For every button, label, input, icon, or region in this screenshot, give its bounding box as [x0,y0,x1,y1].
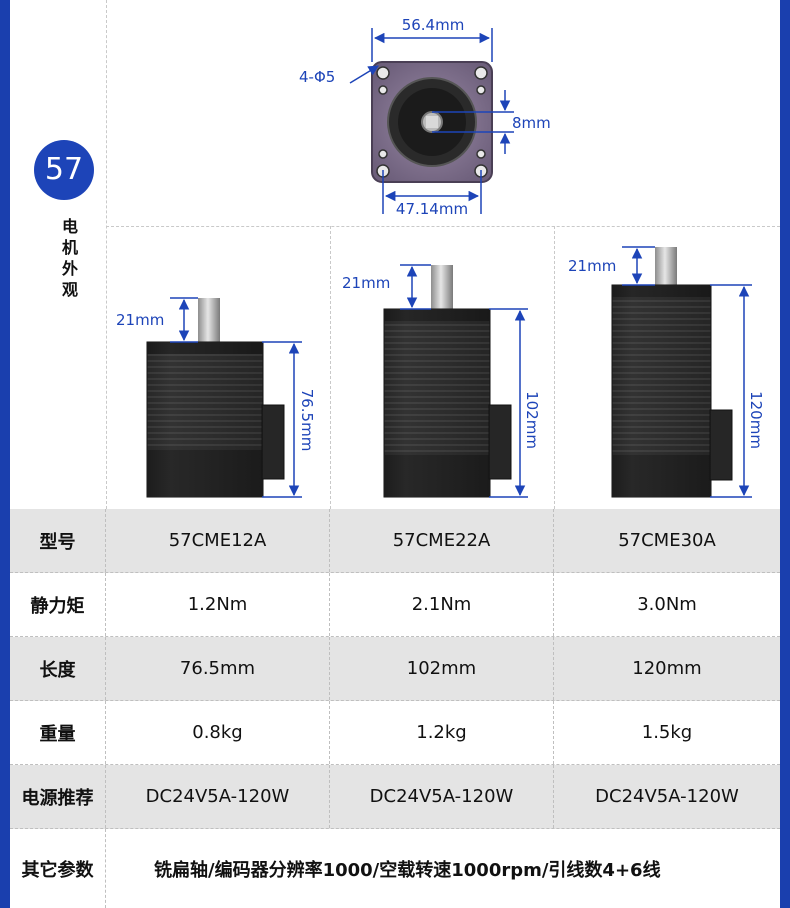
motor-drawings: 56.4mm 4-Φ5 8mm 47.14mm 21mm 76.5mm [116,16,765,498]
front-view [371,61,493,183]
row-label: 长度 [10,637,106,700]
motor-2-length-dim: 102mm [523,391,541,449]
motor-3-dimensions [622,246,752,498]
motor-side-view-3 [611,247,733,498]
row-label: 其它参数 [10,829,106,908]
table-cell: 1.2kg [330,701,554,764]
motor-3-length-dim: 120mm [747,391,765,449]
grid-divider [106,226,780,227]
motor-side-view-2 [383,265,512,498]
spec-table: 型号 57CME12A 57CME22A 57CME30A 静力矩 1.2Nm … [10,509,780,908]
side-column: 57 电机外观 [10,0,106,509]
table-row-length: 长度 76.5mm 102mm 120mm [10,637,780,701]
right-border [780,0,790,908]
row-label: 型号 [10,509,106,572]
front-dimensions [349,28,514,214]
table-cell: DC24V5A-120W [330,765,554,828]
table-cell: 2.1Nm [330,573,554,636]
motor-1-dimensions [170,297,302,498]
table-row-other: 其它参数 铣扁轴/编码器分辨率1000/空载转速1000rpm/引线数4+6线 [10,829,780,908]
table-cell: DC24V5A-120W [595,786,739,807]
table-row-weight: 重量 0.8kg 1.2kg 1.5kg [10,701,780,765]
table-cell: 1.2Nm [106,573,330,636]
table-row-model: 型号 57CME12A 57CME22A 57CME30A [10,509,780,573]
grid-divider [330,226,331,509]
left-border [0,0,10,908]
front-hole-dim: 4-Φ5 [299,68,335,86]
front-width-dim: 56.4mm [402,16,465,34]
motor-side-view-1 [146,298,285,498]
table-cell: 0.8kg [106,701,330,764]
table-row-power: 电源推荐 DC24V5A-120W DC24V5A-120W DC24V5A-1… [10,765,780,829]
table-cell: 3.0Nm [637,594,697,615]
front-shaft-dim: 8mm [512,114,551,132]
table-cell: 120mm [632,658,702,679]
table-cell: 57CME30A [618,530,716,551]
side-label: 电机外观 [61,217,78,299]
table-cell: 57CME12A [106,509,330,572]
table-row-torque: 静力矩 1.2Nm 2.1Nm 3.0Nm [10,573,780,637]
table-cell: 102mm [330,637,554,700]
row-label: 电源推荐 [10,765,106,828]
front-pitch-dim: 47.14mm [396,200,468,218]
motor-1-shaft-dim: 21mm [116,311,164,329]
table-cell: 76.5mm [106,637,330,700]
motor-1-length-dim: 76.5mm [298,389,316,452]
motor-3-shaft-dim: 21mm [568,257,616,275]
other-params: 铣扁轴/编码器分辨率1000/空载转速1000rpm/引线数4+6线 [154,859,661,881]
motor-2-shaft-dim: 21mm [342,274,390,292]
row-label: 静力矩 [10,573,106,636]
table-cell: 1.5kg [641,722,693,743]
table-cell: 57CME22A [330,509,554,572]
series-badge: 57 [34,140,94,200]
motor-2-dimensions [400,264,528,498]
row-label: 重量 [10,701,106,764]
grid-divider [554,226,555,509]
grid-divider [106,0,107,509]
table-cell: DC24V5A-120W [106,765,330,828]
